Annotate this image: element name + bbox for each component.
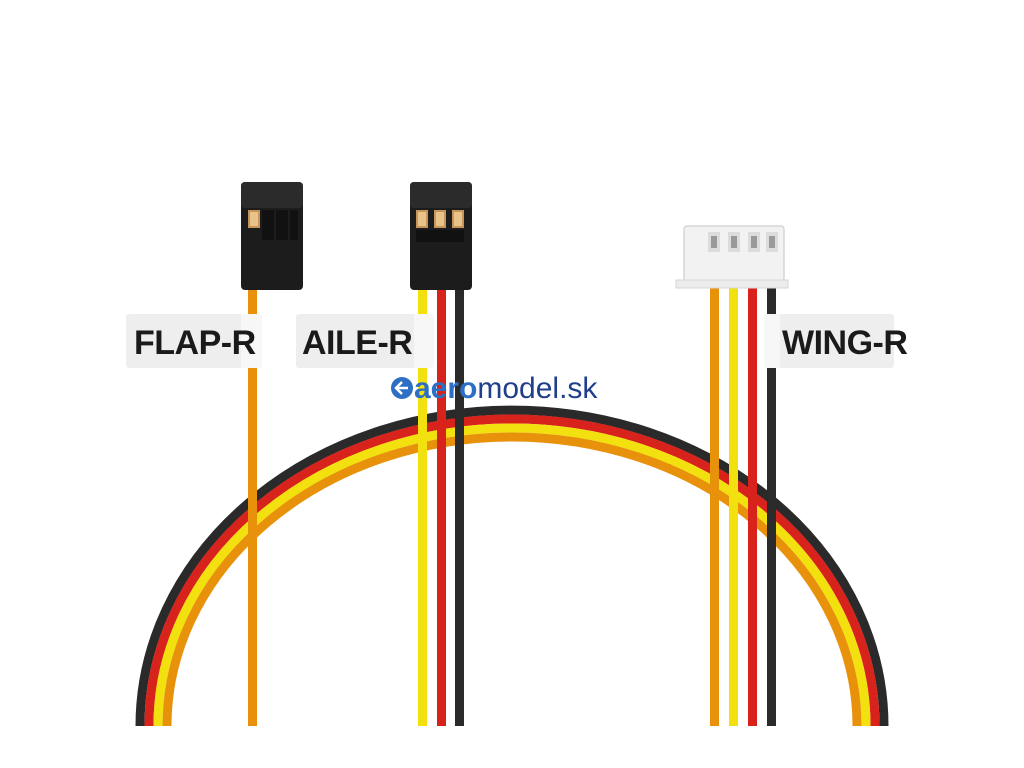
flap-r-lead (241, 182, 303, 726)
wing-wire-red (748, 286, 757, 726)
aile-wire-black (455, 288, 464, 726)
coiled-cable-bundle (135, 405, 889, 726)
coil-wire-red (144, 414, 880, 726)
aile-label-tag: AILE-R (296, 314, 434, 368)
flap-connector (241, 182, 303, 290)
svg-text:aeromodel.sk: aeromodel.sk (414, 372, 598, 405)
coil-wire-yellow (153, 423, 871, 726)
brand-prefix: aero (414, 372, 477, 405)
flap-label-tag: FLAP-R (126, 314, 262, 368)
coil-wire-black (135, 405, 889, 726)
brand-suffix: model.sk (477, 372, 598, 405)
coil-wire-orange (162, 432, 862, 726)
wing-jst-connector (675, 225, 789, 289)
aile-r-lead (410, 182, 472, 726)
aile-connector (410, 182, 472, 290)
flap-label: FLAP-R (134, 324, 256, 362)
wing-wire-black (767, 286, 776, 726)
aile-wire-red (437, 288, 446, 726)
wing-label: WING-R (782, 324, 907, 362)
brand-watermark: aeromodel.sk (391, 372, 598, 405)
wing-r-lead (675, 225, 789, 726)
wing-wire-yellow (729, 286, 738, 726)
flap-wire-orange (248, 288, 257, 726)
aile-wire-yellow (418, 288, 427, 726)
aile-label: AILE-R (302, 324, 412, 362)
wing-label-tag: WING-R (764, 314, 908, 368)
wing-wire-orange (710, 286, 719, 726)
